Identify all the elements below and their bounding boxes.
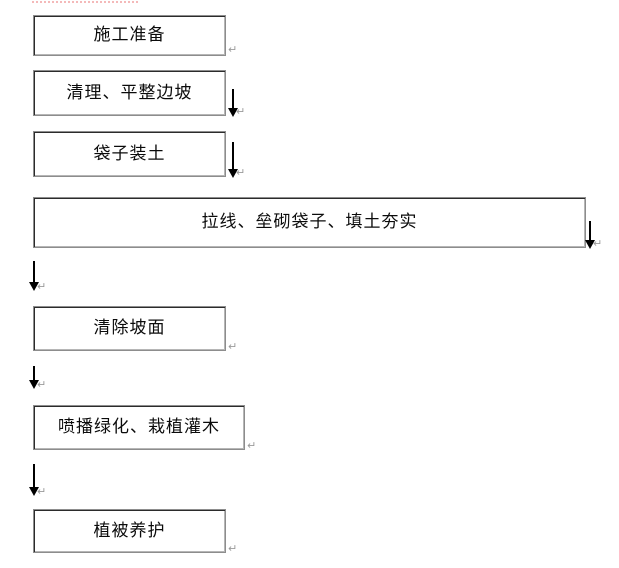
arrow-down-icon-a2: [228, 142, 239, 178]
paragraph-return-mark-icon: ↵: [37, 485, 47, 498]
process-box-label: 清理、平整边坡: [66, 82, 193, 103]
arrow-shaft: [33, 464, 35, 488]
arrow-head: [29, 282, 39, 291]
arrow-down-icon-a3: [585, 221, 596, 249]
arrow-shaft: [589, 221, 591, 241]
process-box-n7[interactable]: 植被养护: [33, 509, 226, 553]
paragraph-return-mark-icon: ↵: [593, 237, 603, 250]
arrow-down-icon-a1: [228, 89, 239, 117]
process-box-label: 袋子装土: [93, 143, 166, 164]
arrow-head: [29, 487, 39, 496]
process-box-n4[interactable]: 拉线、垒砌袋子、填土夯实: [33, 197, 586, 248]
process-box-label: 植被养护: [93, 520, 166, 541]
process-box-n2[interactable]: 清理、平整边坡: [33, 70, 226, 116]
paragraph-return-mark-icon: ↵: [37, 280, 47, 293]
arrow-head: [228, 108, 238, 117]
paragraph-return-mark-icon: ↵: [228, 542, 238, 555]
arrow-shaft: [232, 142, 234, 170]
process-box-label: 喷播绿化、栽植灌木: [58, 417, 220, 438]
process-box-n5[interactable]: 清除坡面: [33, 306, 226, 351]
process-box-n6[interactable]: 喷播绿化、栽植灌木: [33, 405, 245, 450]
paragraph-return-mark-icon: ↵: [37, 378, 47, 391]
top-dotted-guide-line: [32, 1, 138, 3]
paragraph-return-mark-icon: ↵: [236, 166, 246, 179]
arrow-head: [228, 169, 238, 178]
process-box-label: 拉线、垒砌袋子、填土夯实: [201, 212, 418, 233]
paragraph-return-mark-icon: ↵: [228, 340, 238, 353]
process-box-label: 施工准备: [93, 25, 166, 46]
paragraph-return-mark-icon: ↵: [228, 43, 238, 56]
arrow-shaft: [33, 366, 35, 381]
arrow-shaft: [33, 261, 35, 283]
paragraph-return-mark-icon: ↵: [247, 439, 257, 452]
process-box-label: 清除坡面: [93, 318, 166, 339]
arrow-head: [585, 240, 595, 249]
arrow-shaft: [232, 89, 234, 109]
arrow-down-icon-a6: [29, 464, 40, 496]
process-box-n3[interactable]: 袋子装土: [33, 131, 226, 177]
process-box-n1[interactable]: 施工准备: [33, 15, 226, 56]
paragraph-return-mark-icon: ↵: [236, 105, 246, 118]
arrow-head: [29, 380, 39, 389]
arrow-down-icon-a4: [29, 261, 40, 291]
arrow-down-icon-a5: [29, 366, 40, 389]
